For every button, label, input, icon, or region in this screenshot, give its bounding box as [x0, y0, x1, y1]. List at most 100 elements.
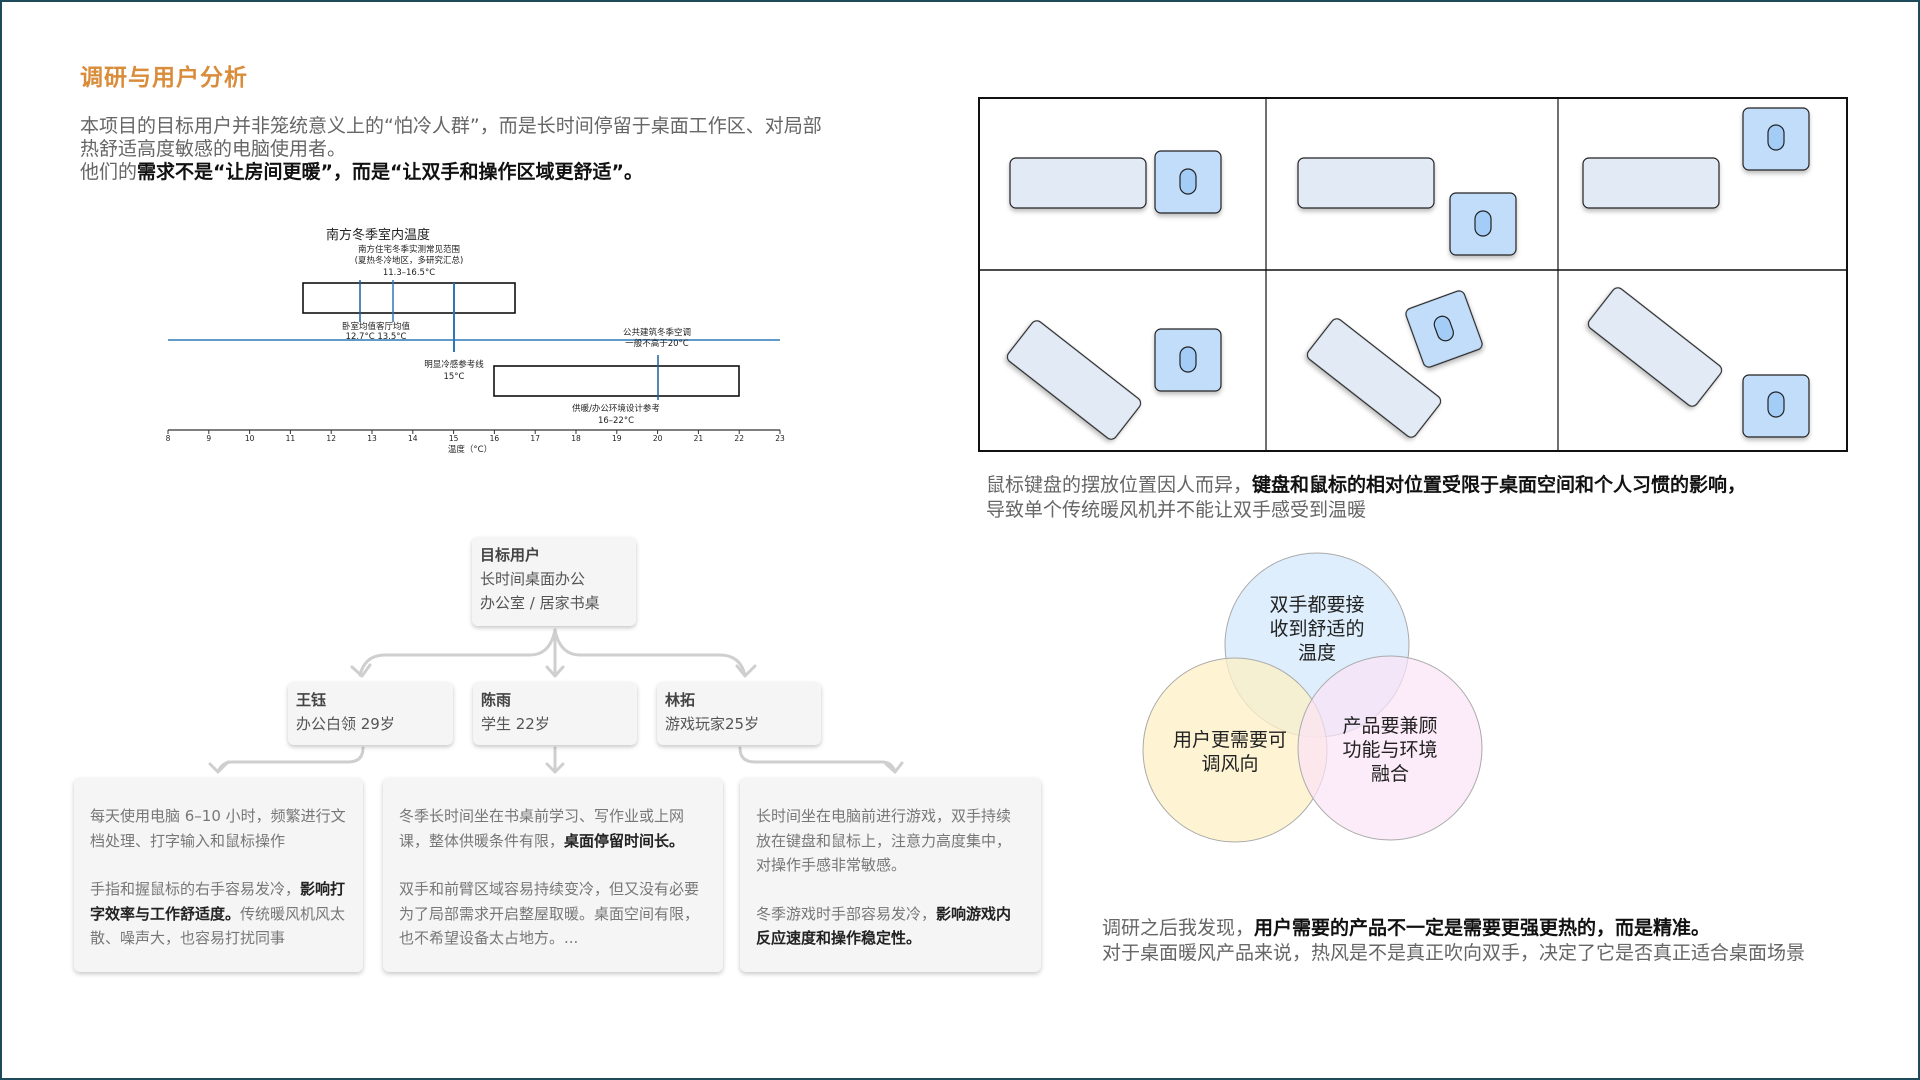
- venn-top-line-1: 双手都要接: [1269, 594, 1365, 616]
- mouse-icon: [1767, 124, 1785, 151]
- placement-caption: 鼠标键盘的摆放位置因人而异，键盘和鼠标的相对位置受限于桌面空间和个人习惯的影响，…: [986, 473, 1906, 523]
- temperature-range-chart: 南方冬季室内温度 南方住宅冬季实测常见范围 (夏热冬冷地区，多研究汇总) 11.…: [166, 227, 785, 455]
- x-tick-label: 11: [286, 434, 296, 443]
- mouse-icon: [1433, 315, 1454, 342]
- conclusion-prefix: 调研之后我发现，: [1102, 917, 1255, 939]
- keyboard-icon: [1297, 157, 1435, 209]
- cold-threshold-label: 明显冷感参考线: [424, 359, 484, 370]
- grid-cell-1: [1009, 150, 1222, 214]
- public-building-value: 一般不高于20°C: [625, 338, 689, 349]
- caption-line-1: 鼠标键盘的摆放位置因人而异，键盘和鼠标的相对位置受限于桌面空间和个人习惯的影响，: [986, 473, 1906, 498]
- keyboard-icon: [1306, 318, 1442, 438]
- x-tick-label: 8: [166, 434, 171, 443]
- desc-bold: 影响游戏内反应速度和操作稳定性。: [756, 904, 1012, 948]
- venn-left-line-1: 用户更需要可: [1172, 729, 1287, 751]
- persona-info: 游戏玩家25岁: [665, 715, 760, 733]
- grid-cell-2: [1297, 157, 1517, 256]
- public-building-label: 公共建筑冬季空调: [623, 327, 691, 338]
- caption-bold: 键盘和鼠标的相对位置受限于桌面空间和个人习惯的影响，: [1252, 474, 1747, 496]
- x-tick-label: 12: [326, 434, 336, 443]
- desc-paragraph-1: 长时间坐在电脑前进行游戏，双手持续放在键盘和鼠标上，注意力高度集中，对操作手感非…: [756, 807, 1012, 874]
- persona-card-lin: 林拓 游戏玩家25岁: [657, 682, 821, 745]
- desc-bold: 影响打字效率与工作舒适度。: [90, 880, 346, 923]
- persona-card-chen: 陈雨 学生 22岁: [473, 682, 637, 745]
- persona-card-wang: 王钰 办公白领 29岁: [288, 682, 453, 745]
- persona-name: 王钰: [296, 691, 327, 709]
- persona-info: 办公白领 29岁: [296, 715, 395, 733]
- marker-pair-values: 12.7°C 13.5°C: [346, 332, 407, 342]
- x-tick-label: 16: [490, 434, 500, 443]
- x-tick-label: 15: [449, 434, 459, 443]
- persona-desc-wang: 每天使用电脑 6–10 小时，频繁进行文档处理、打字输入和鼠标操作 手指和握鼠标…: [74, 778, 363, 972]
- intro-line-3: 他们的需求不是“让房间更暖”，而是“让双手和操作区域更舒适”。: [80, 161, 880, 184]
- marker-pair-label: 卧室均值客厅均值: [342, 321, 411, 332]
- x-tick-label: 10: [245, 434, 255, 443]
- range-bar-office: [493, 365, 740, 397]
- desc-bold: 桌面停留时间长。: [564, 831, 685, 850]
- intro-key-insight: 需求不是“让房间更暖”，而是“让双手和操作区域更舒适”。: [137, 161, 643, 183]
- range-bar-residential: [302, 282, 516, 314]
- x-tick-label: 13: [367, 434, 377, 443]
- persona-info: 学生 22岁: [481, 715, 550, 733]
- desc-text: 手指和握鼠标的右手容易发冷，: [90, 880, 301, 898]
- x-tick-label: 20: [653, 434, 663, 443]
- desc-paragraph-2: 双手和前臂区域容易持续变冷，但又没有必要为了局部需求开启整屋取暖。桌面空间有限，…: [399, 880, 700, 947]
- target-user-line-2: 办公室 / 居家书桌: [480, 594, 600, 612]
- range1-label-3: 11.3–16.5°C: [383, 268, 435, 278]
- caption-prefix: 鼠标键盘的摆放位置因人而异，: [986, 474, 1253, 496]
- x-tick-label: 18: [571, 434, 581, 443]
- keyboard-icon: [1582, 157, 1720, 209]
- desc-text: 传统暖风机风太散、噪声大，也容易打扰同事: [90, 904, 346, 948]
- venn-left-line-2: 调风向: [1201, 753, 1259, 775]
- venn-circle-right: [1297, 655, 1483, 841]
- x-tick-label: 19: [612, 434, 622, 443]
- chart-title: 南方冬季室内温度: [326, 227, 430, 243]
- x-axis-label: 温度（°C）: [448, 444, 492, 455]
- persona-name: 林拓: [665, 691, 696, 709]
- x-tick-label: 14: [408, 434, 418, 443]
- venn-top-line-3: 温度: [1297, 642, 1336, 664]
- range1-label-1: 南方住宅冬季实测常见范围: [358, 244, 460, 255]
- venn-top-line-2: 收到舒适的: [1269, 618, 1365, 640]
- x-tick-label: 22: [734, 434, 744, 443]
- grid-cell-5: [1306, 290, 1483, 438]
- persona-name: 陈雨: [481, 691, 512, 709]
- conclusion-bold: 用户需要的产品不一定是需要更强更热的，而是精准。: [1254, 917, 1711, 939]
- x-tick-label: 17: [530, 434, 540, 443]
- conclusion-line-2: 对于桌面暖风产品来说，热风是不是真正吹向双手，决定了它是否真正适合桌面场景: [1102, 942, 1806, 964]
- intro-line-3-prefix: 他们的: [80, 161, 138, 183]
- grid-cell-6: [1587, 287, 1810, 438]
- desc-paragraph-1: 冬季长时间坐在书桌前学习、写作业或上网课，整体供暖条件有限，桌面停留时间长。: [399, 804, 707, 853]
- intro-line-1: 本项目的目标用户并非笼统意义上的“怕冷人群”，而是长时间停留于桌面工作区、对局部: [80, 115, 822, 137]
- keyboard-icon: [1006, 320, 1142, 440]
- page-title: 调研与用户分析: [80, 65, 248, 91]
- x-tick-label: 23: [775, 434, 785, 443]
- mouse-icon: [1474, 210, 1492, 237]
- placement-grid-drawing: [980, 99, 1846, 450]
- venn-diagram: 双手都要接 收到舒适的 温度 用户更需要可 调风向 产品要兼顾 功能与环境 融合: [1130, 548, 1500, 848]
- desc-text: 冬季长时间坐在书桌前学习、写作业或上网课，整体供暖条件有限，: [399, 807, 685, 850]
- mouse-icon: [1179, 168, 1197, 195]
- intro-paragraph: 本项目的目标用户并非笼统意义上的“怕冷人群”，而是长时间停留于桌面工作区、对局部…: [80, 115, 880, 184]
- range2-label-2: 16–22°C: [598, 416, 634, 426]
- venn-label-top: 双手都要接 收到舒适的 温度: [1247, 593, 1387, 665]
- desc-paragraph-2: 手指和握鼠标的右手容易发冷，影响打字效率与工作舒适度。传统暖风机风太散、噪声大，…: [90, 877, 347, 951]
- persona-desc-chen: 冬季长时间坐在书桌前学习、写作业或上网课，整体供暖条件有限，桌面停留时间长。 双…: [383, 778, 723, 972]
- range2-label-1: 供暖/办公环境设计参考: [572, 403, 660, 414]
- venn-right-line-1: 产品要兼顾: [1342, 715, 1438, 737]
- placement-grid: [978, 97, 1848, 452]
- venn-label-left: 用户更需要可 调风向: [1150, 728, 1310, 776]
- desc-paragraph-1: 每天使用电脑 6–10 小时，频繁进行文档处理、打字输入和鼠标操作: [90, 807, 346, 850]
- mouse-icon: [1767, 391, 1785, 418]
- conclusion-text: 调研之后我发现，用户需要的产品不一定是需要更强更热的，而是精准。 对于桌面暖风产…: [1102, 916, 1882, 966]
- persona-desc-lin: 长时间坐在电脑前进行游戏，双手持续放在键盘和鼠标上，注意力高度集中，对操作手感非…: [740, 778, 1041, 972]
- target-user-line-1: 长时间桌面办公: [480, 570, 586, 588]
- venn-right-line-2: 功能与环境: [1342, 739, 1438, 761]
- grid-cell-4: [1006, 320, 1222, 440]
- target-user-title: 目标用户: [480, 546, 541, 564]
- x-tick-label: 9: [206, 434, 211, 443]
- keyboard-icon: [1587, 287, 1723, 407]
- venn-right-line-3: 融合: [1370, 763, 1409, 785]
